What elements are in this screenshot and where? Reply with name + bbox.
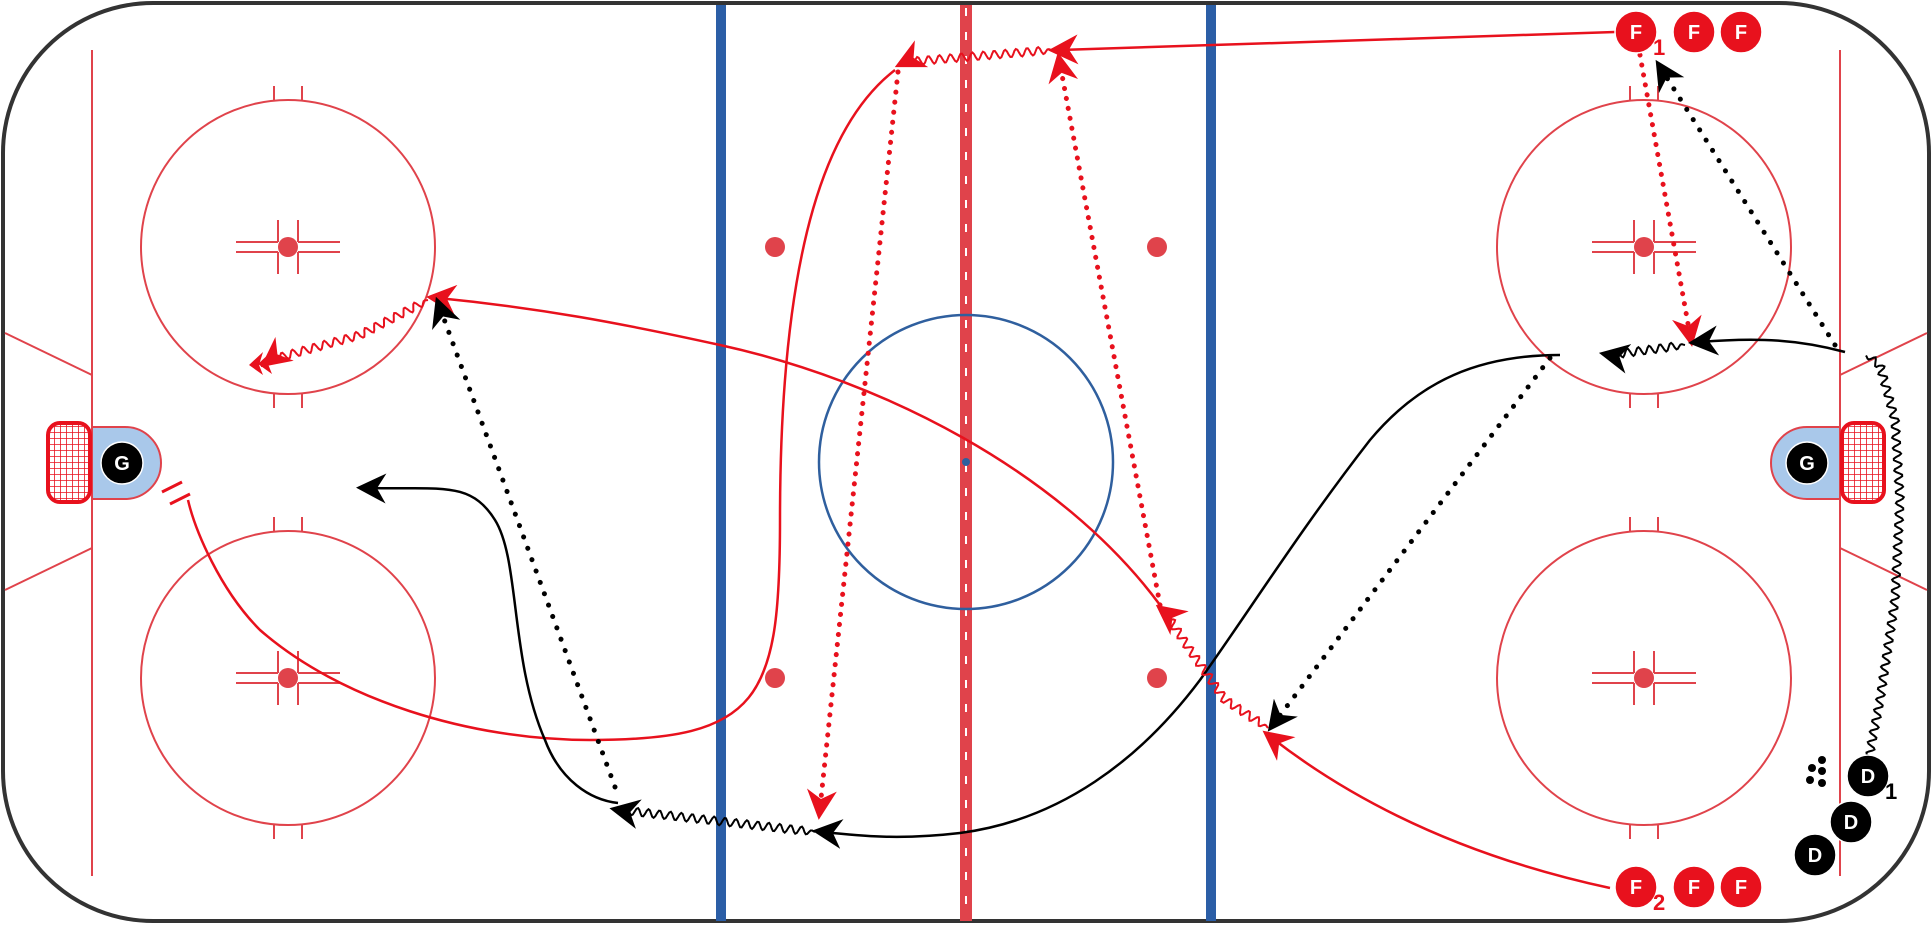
defense-2: D [1829,800,1873,844]
pass-line-right-diagonal [1267,355,1553,732]
defense-1-subscript: 1 [1885,779,1897,804]
defense-3: D [1793,833,1837,877]
forward-bottom-1-label: F [1630,877,1642,899]
forward-top-1-subscript: 1 [1653,35,1665,60]
puck-carry-right-circle [1598,341,1686,374]
puck-carry-neutral-top [894,40,1053,68]
trapezoid-right [1839,332,1928,591]
pass-line-neutral-right [1048,52,1163,608]
forward-top-2: F [1672,10,1716,54]
skate-path-to-left-slot [356,473,619,805]
forward-bottom-2-label: F [1688,877,1700,899]
defense-3-label: D [1808,845,1822,867]
puck-carry-d1-boards [1865,355,1906,763]
goalie-right: G [1785,441,1829,485]
forward-bottom-1: F2 [1614,865,1665,915]
puck-pile-icon [1806,756,1826,787]
pass-line-neutral-left [806,69,901,820]
forward-top-1-label: F [1630,22,1642,44]
defense-1: D1 [1846,754,1897,804]
faceoff-circle-right-bottom [1496,517,1792,839]
goalie-right-label: G [1799,453,1815,475]
forward-bottom-3-label: F [1735,877,1747,899]
pass-line-left-up [432,296,618,790]
forward-top-1: F1 [1614,10,1665,60]
forward-bottom-2: F [1672,865,1716,909]
puck-carry-blueline-right [1155,604,1269,729]
defense-2-label: D [1844,812,1858,834]
skate-path-f1-to-neutral [1048,30,1616,65]
forward-bottom-3: F [1719,865,1763,909]
chevron-arrow-2 [249,352,263,375]
center-dot [962,458,970,466]
puck-carry-left-circle [260,299,429,368]
goalie-left: G [100,441,144,485]
pass-line-f1-down [1637,52,1702,347]
blue-line-right [1206,5,1216,921]
forward-bottom-1-subscript: 2 [1653,890,1665,915]
defense-1-label: D [1861,766,1875,788]
puck-carry-bottom-neutral [609,799,816,836]
forward-top-2-label: F [1688,22,1700,44]
chevron-arrow-1 [258,351,272,374]
blue-line-left [716,5,726,921]
faceoff-circle-right-top [1496,86,1792,408]
faceoff-circle-left-top [140,86,436,408]
skate-path-cross-to-circle [426,284,1162,606]
neutral-zone-dots [765,237,1167,688]
faceoff-circle-left-bottom [140,517,436,839]
goalie-left-label: G [114,453,130,475]
forward-top-3: F [1719,10,1763,54]
forward-top-3-label: F [1735,22,1747,44]
skate-path-f2-to-blueline [1262,730,1611,890]
skate-path-right-corner-short [1688,325,1846,356]
trapezoid-left [4,332,93,591]
center-circle [817,313,1115,611]
shot-stop-marker [161,480,191,506]
skate-path-curl-to-net [186,69,896,742]
